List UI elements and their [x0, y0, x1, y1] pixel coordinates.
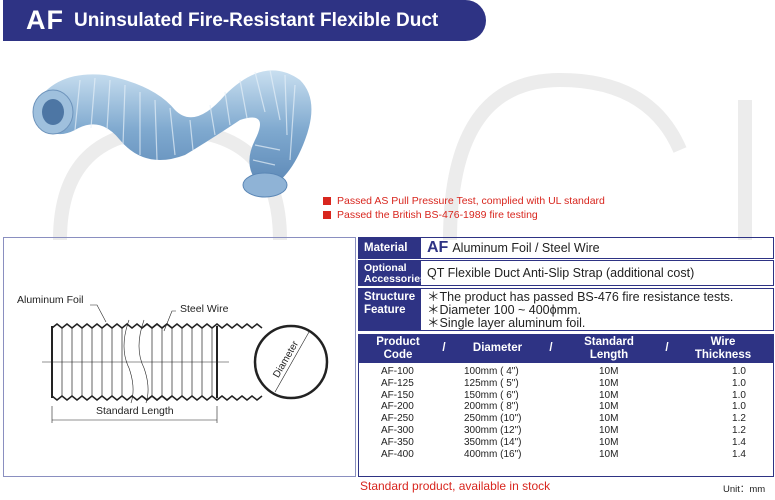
spec-value: Aluminum Foil / Steel Wire	[452, 241, 600, 255]
cell-diameter: 100mm ( 4")	[464, 366, 519, 377]
cell-product-code: AF-400	[381, 448, 414, 460]
header-separator: /	[442, 342, 446, 354]
cell-standard-length: 10M	[599, 366, 619, 377]
cell-product-code: AF-100	[381, 366, 414, 377]
cell-product-code: AF-200	[381, 401, 414, 413]
header-separator: /	[665, 342, 669, 354]
cell-diameter: 350mm (14")	[464, 436, 522, 448]
cell-standard-length: 10M	[599, 436, 619, 448]
stock-note: Standard product, available in stock	[360, 479, 551, 493]
cell-product-code: AF-300	[381, 424, 414, 436]
cell-wire-thickness: 1.4	[732, 436, 746, 448]
cell-diameter: 125mm ( 5")	[464, 377, 519, 389]
table-row: AF-100 100mm ( 4") 10M 1.0	[359, 366, 773, 378]
cell-product-code: AF-350	[381, 436, 414, 448]
table-row: AF-300 300mm (12") 10M 1.2	[359, 425, 773, 437]
cell-standard-length: 10M	[599, 448, 619, 460]
cell-wire-thickness: 1.0	[732, 377, 746, 389]
certification-note: Passed AS Pull Pressure Test, complied w…	[323, 195, 605, 207]
cell-wire-thickness: 1.0	[732, 366, 746, 377]
cell-wire-thickness: 1.2	[732, 424, 746, 436]
duct-product-image	[32, 69, 312, 198]
header-separator: /	[549, 342, 553, 354]
table-row: AF-150 150mm ( 6") 10M 1.0	[359, 390, 773, 402]
cell-diameter: 200mm ( 8")	[464, 401, 519, 413]
label-standard-length: Standard Length	[96, 405, 174, 417]
title-product-code: AF	[26, 5, 64, 35]
spec-label: Optional	[364, 262, 407, 274]
cell-standard-length: 10M	[599, 413, 619, 425]
cell-diameter: 250mm (10")	[464, 413, 522, 425]
page-title-banner: AF Uninsulated Fire-Resistant Flexible D…	[3, 0, 486, 41]
note-text: Passed the British BS-476-1989 fire test…	[337, 209, 538, 221]
duct-diagram-panel: Aluminum Foil Steel Wire Standard Length…	[3, 237, 356, 477]
page-title: Uninsulated Fire-Resistant Flexible Duct	[74, 9, 439, 31]
red-bullet-icon	[323, 197, 331, 205]
table-row: AF-350 350mm (14") 10M 1.4	[359, 437, 773, 449]
certification-note: Passed the British BS-476-1989 fire test…	[323, 209, 538, 221]
cell-standard-length: 10M	[599, 424, 619, 436]
cell-standard-length: 10M	[599, 377, 619, 389]
cell-standard-length: 10M	[599, 389, 619, 401]
cell-product-code: AF-150	[381, 389, 414, 401]
table-row: AF-250 250mm (10") 10M 1.2	[359, 413, 773, 425]
feature-line: ＊Diameter 100 ~ 400ϕmm.	[427, 303, 581, 317]
table-row: AF-400 400mm (16") 10M 1.4	[359, 449, 773, 461]
spec-value: QT Flexible Duct Anti-Slip Strap (additi…	[427, 266, 695, 280]
cell-diameter: 150mm ( 6")	[464, 389, 519, 401]
spec-label: Material	[359, 238, 421, 258]
feature-line: ＊Single layer aluminum foil.	[427, 316, 586, 330]
table-row: AF-125 125mm ( 5") 10M 1.0	[359, 378, 773, 390]
label-aluminum-foil: Aluminum Foil	[17, 294, 84, 306]
cell-diameter: 300mm (12")	[464, 424, 522, 436]
cell-wire-thickness: 1.0	[732, 389, 746, 401]
material-code: AF	[427, 239, 449, 256]
unit-label: Unit：mm	[723, 484, 766, 495]
cell-product-code: AF-250	[381, 413, 414, 425]
header-diameter: Diameter	[472, 342, 523, 354]
cell-product-code: AF-125	[381, 377, 414, 389]
cell-wire-thickness: 1.4	[732, 448, 746, 460]
spec-label: Accessories	[364, 273, 426, 285]
spec-label: Feature	[364, 304, 406, 316]
feature-line: ＊The product has passed BS-476 fire resi…	[427, 290, 734, 304]
note-text: Passed AS Pull Pressure Test, complied w…	[337, 195, 605, 207]
cell-wire-thickness: 1.0	[732, 401, 746, 413]
cell-wire-thickness: 1.2	[732, 413, 746, 425]
cell-diameter: 400mm (16")	[464, 448, 522, 460]
table-row: AF-200 200mm ( 8") 10M 1.0	[359, 401, 773, 413]
cell-standard-length: 10M	[599, 401, 619, 413]
label-steel-wire: Steel Wire	[180, 303, 229, 315]
spec-label: Structure	[364, 291, 416, 303]
duct-diagram	[42, 304, 329, 423]
red-bullet-icon	[323, 211, 331, 219]
